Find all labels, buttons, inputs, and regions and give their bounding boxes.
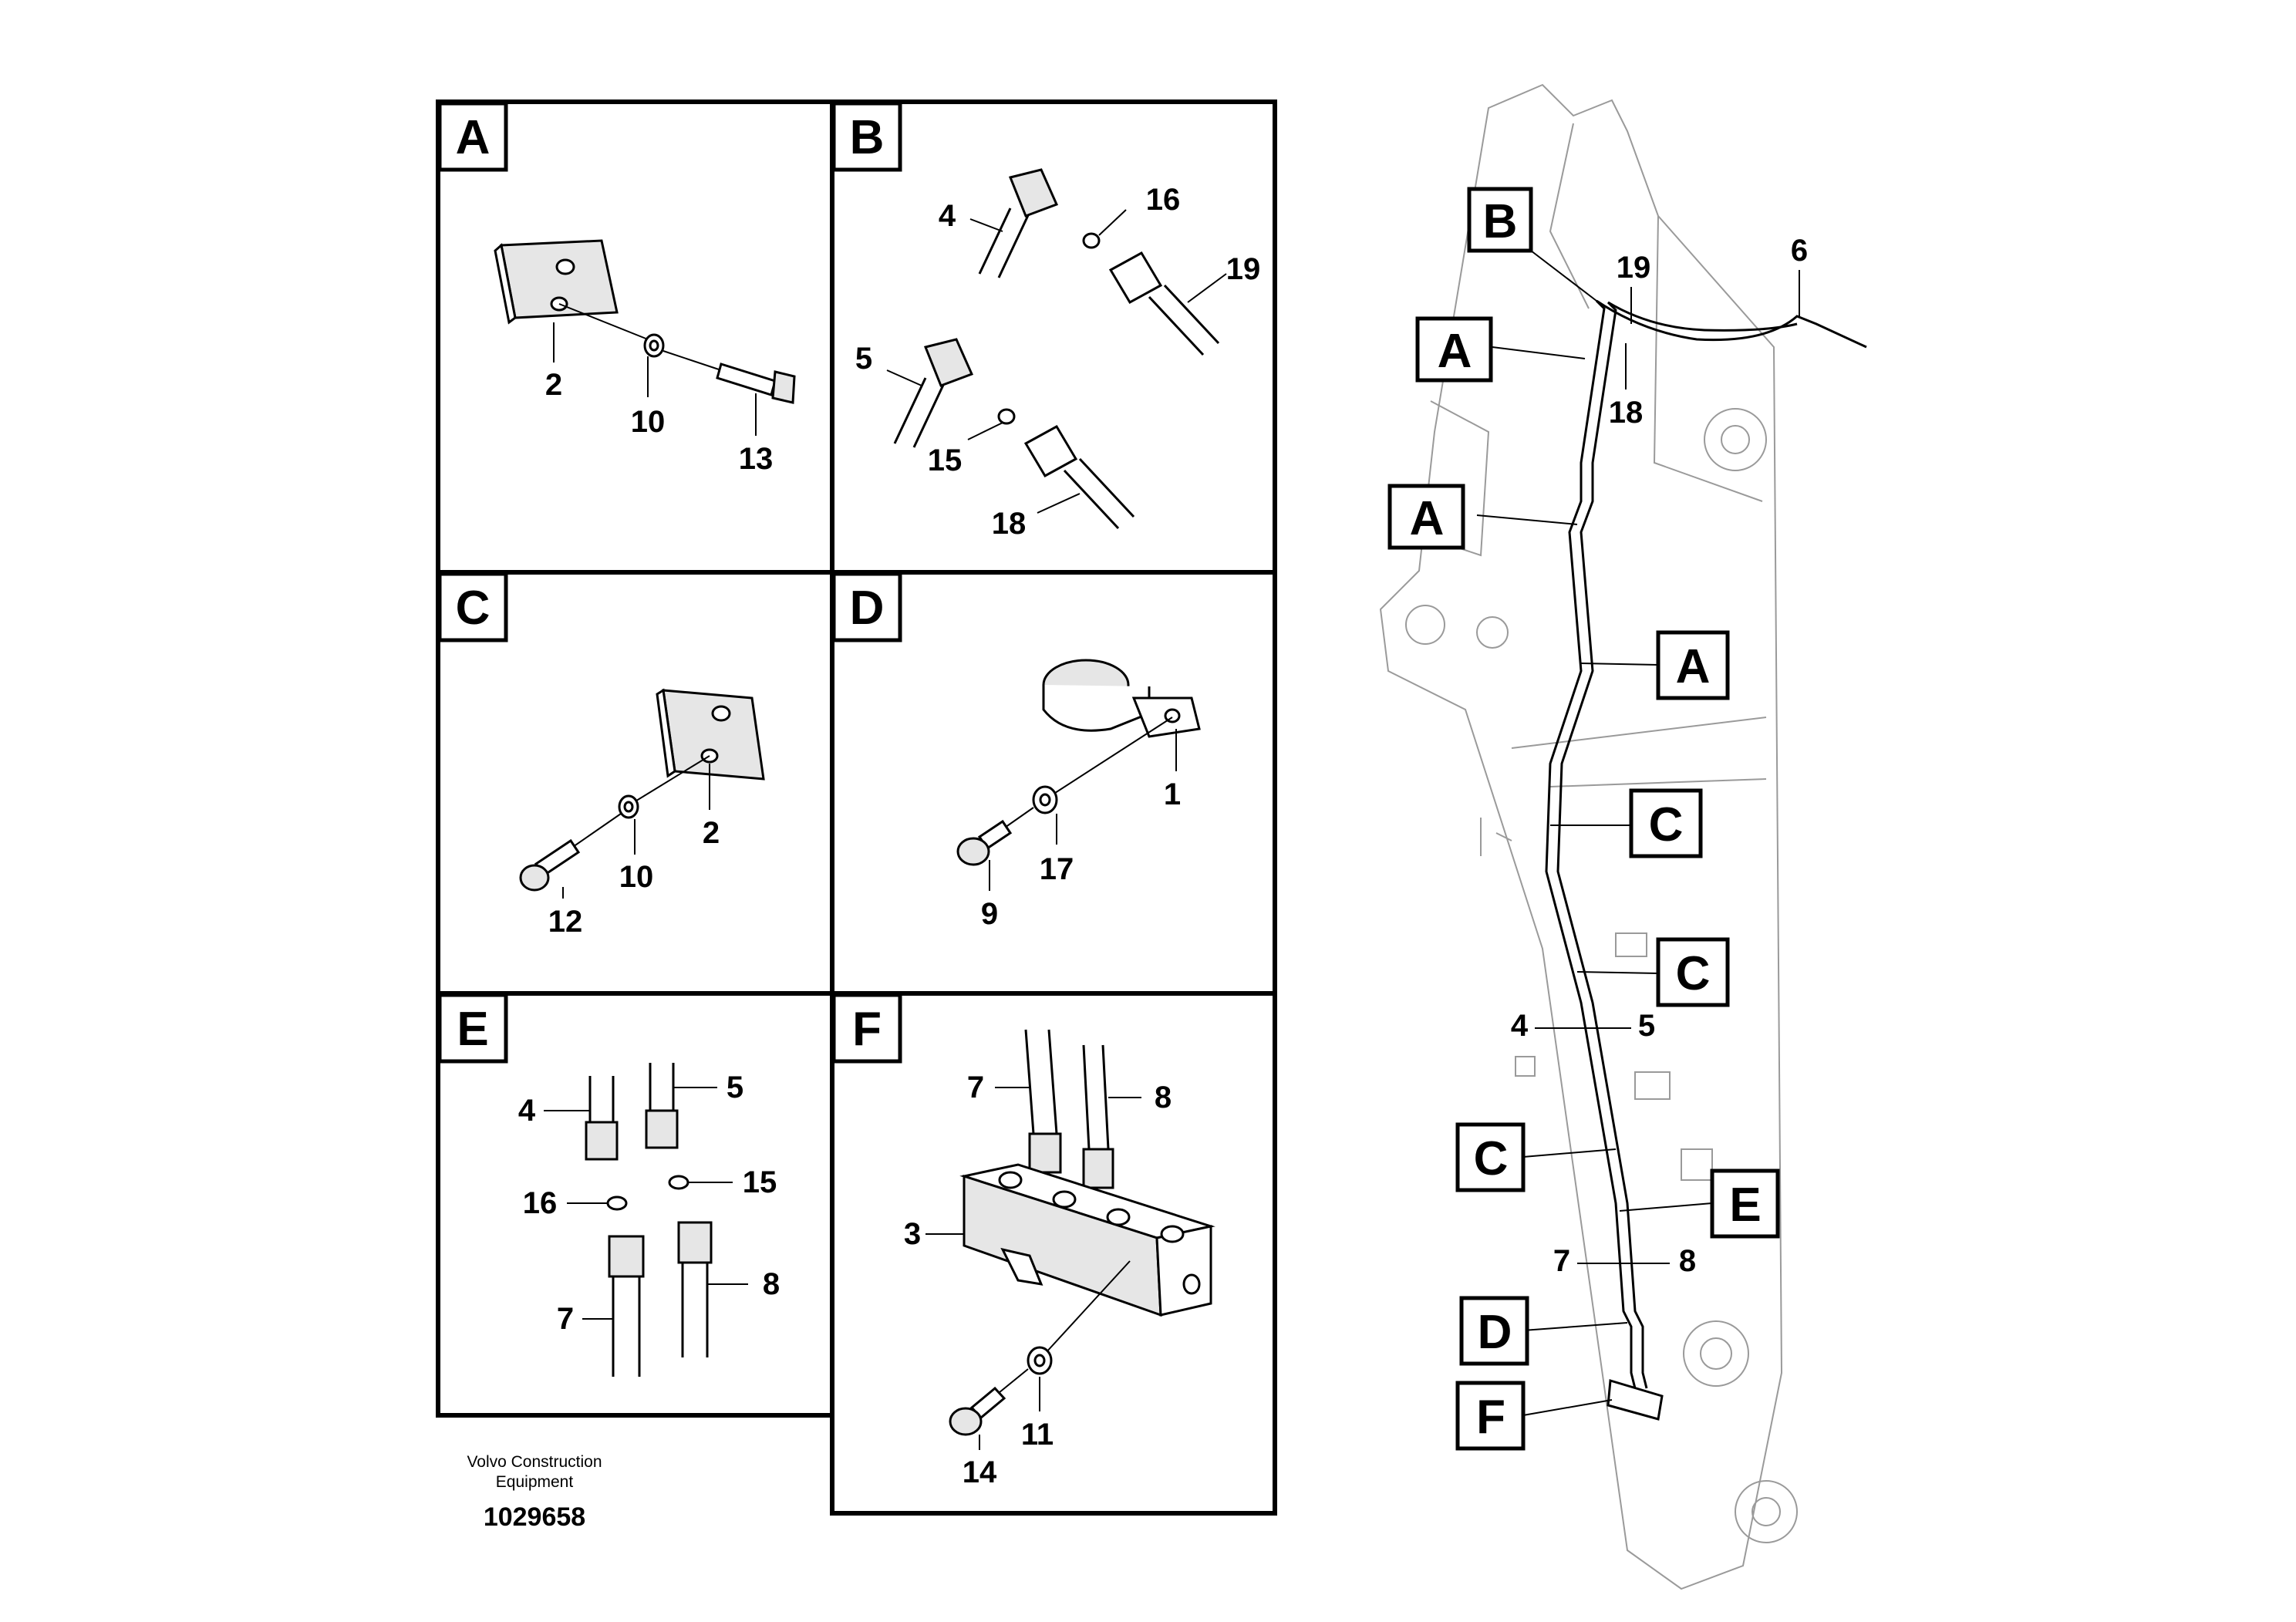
part-number: 16 — [523, 1186, 558, 1220]
hose-fitting-part — [585, 1121, 619, 1161]
panel-f-letter: F — [852, 1003, 882, 1056]
panel-d-letter: D — [850, 582, 885, 635]
part-number: 8 — [763, 1267, 780, 1301]
panel-f: F 7 8 3 — [831, 993, 1215, 1489]
bolt-part — [949, 1386, 1006, 1436]
part-number: 15 — [743, 1165, 777, 1199]
boom-ref-a: A — [1410, 492, 1445, 545]
boom-ref-d: D — [1478, 1306, 1512, 1359]
boom-ref-f: F — [1476, 1391, 1505, 1444]
panel-e: E 4 5 16 15 7 8 — [437, 993, 780, 1377]
panel-b-letter: B — [850, 111, 885, 164]
panel-a-letter: A — [456, 111, 491, 164]
part-number: 18 — [992, 507, 1027, 541]
part-number: 5 — [855, 342, 872, 376]
bolt-part — [519, 838, 581, 892]
part-number: 9 — [981, 897, 998, 931]
boom-ref-b: B — [1483, 195, 1518, 248]
washer-part — [1027, 1346, 1053, 1375]
part-number: 5 — [727, 1071, 743, 1104]
p-clip-part — [1042, 659, 1201, 738]
washer-part — [618, 794, 639, 819]
boom-part-number: 19 — [1617, 251, 1651, 285]
part-number: 15 — [928, 443, 963, 477]
washer-part — [1032, 785, 1058, 814]
panel-a: A 2 10 13 — [437, 101, 796, 476]
part-number: 1 — [1164, 777, 1181, 811]
boom-part-number: 18 — [1609, 396, 1644, 430]
boom-part-number: 8 — [1679, 1244, 1696, 1278]
part-number: 2 — [703, 816, 720, 850]
boom-illustration: B A A A C C C E D F 19 6 18 4 5 7 8 — [1379, 83, 1867, 1590]
boom-ref-c: C — [1649, 798, 1684, 851]
boom-ref-a: A — [1676, 640, 1711, 693]
manifold-block-part — [959, 1163, 1215, 1317]
boom-part-number: 6 — [1791, 234, 1808, 268]
footer: Volvo Construction Equipment 1029658 — [467, 1453, 602, 1532]
part-number: 4 — [518, 1094, 536, 1128]
panel-b: B 4 16 19 5 15 18 — [831, 101, 1261, 541]
boom-ref-c: C — [1474, 1132, 1509, 1185]
boom-part-number: 5 — [1638, 1009, 1655, 1043]
boom-ref-a: A — [1438, 325, 1472, 378]
part-number: 8 — [1155, 1081, 1172, 1114]
part-number: 11 — [1021, 1418, 1054, 1452]
boom-ref-c: C — [1676, 947, 1711, 1000]
washer-part — [643, 333, 665, 358]
clamp-plate-part — [494, 239, 619, 325]
part-number: 7 — [967, 1071, 984, 1104]
footer-company-line2: Equipment — [496, 1473, 574, 1491]
hose-end-part — [1108, 251, 1163, 305]
part-number: 14 — [963, 1455, 997, 1489]
panel-e-letter: E — [457, 1003, 488, 1056]
panel-d: D 1 17 9 — [831, 572, 1201, 931]
part-number: 4 — [939, 199, 956, 233]
part-number: 13 — [739, 442, 774, 476]
panel-c: C 2 10 12 — [437, 572, 765, 939]
part-number: 12 — [548, 905, 583, 939]
bolt-part — [716, 363, 796, 404]
part-number: 3 — [904, 1217, 921, 1251]
drawing-number: 1029658 — [484, 1502, 585, 1532]
footer-company: Volvo Construction — [467, 1453, 602, 1471]
panel-c-letter: C — [456, 582, 491, 635]
part-number: 10 — [631, 405, 666, 439]
boom-ref-e: E — [1729, 1179, 1761, 1232]
hose-fitting-part — [1008, 168, 1059, 218]
part-number: 7 — [557, 1302, 574, 1336]
bolt-part — [956, 819, 1013, 866]
part-number: 16 — [1146, 183, 1181, 217]
part-number: 10 — [619, 860, 654, 894]
boom-part-number: 7 — [1553, 1244, 1570, 1278]
part-number: 19 — [1226, 252, 1261, 286]
boom-part-number: 4 — [1511, 1009, 1529, 1043]
part-number: 2 — [545, 368, 562, 402]
part-number: 17 — [1040, 852, 1074, 886]
